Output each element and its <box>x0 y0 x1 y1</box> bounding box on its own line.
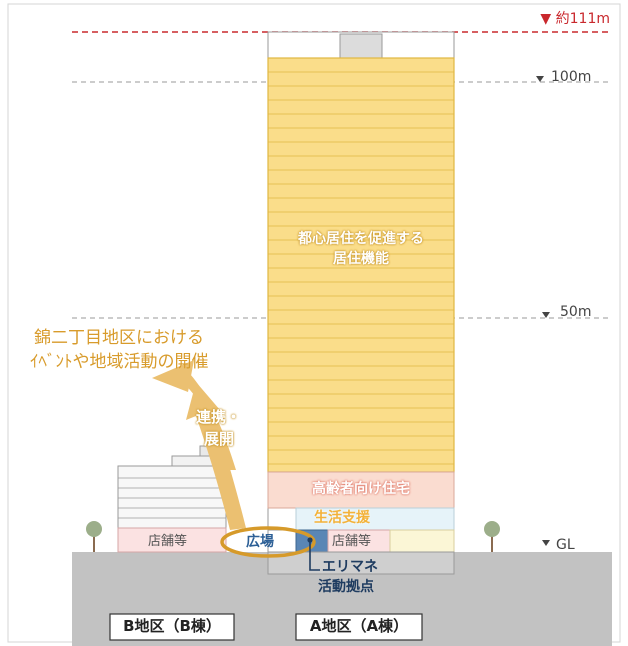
residential-label-line2: 居住機能 <box>333 251 389 267</box>
elderly-housing-label: 高齢者向け住宅 <box>312 481 410 497</box>
height-100m-label: 100m <box>551 69 592 85</box>
a-district-label: A地区（A棟） <box>309 617 409 635</box>
gl-label: GL <box>556 537 575 553</box>
a-basement <box>267 551 455 575</box>
events-arrow-body <box>184 374 236 470</box>
b-shop-floor <box>117 527 227 553</box>
marker-50m-icon <box>542 312 550 318</box>
b-upper-floors <box>117 465 227 529</box>
elderly-housing-floor <box>267 471 455 509</box>
b-district-label: B地区（B棟） <box>123 617 221 635</box>
plaza-label: 広場 <box>246 534 274 550</box>
a-shop-unit-2 <box>389 529 455 553</box>
linkage-text-line2: 展開 <box>204 430 235 448</box>
floor-lines <box>268 71 454 465</box>
b-floor-lines <box>118 477 226 519</box>
area-hub-label-line1: エリマネ <box>322 559 378 575</box>
rooftop-equipment <box>339 33 383 59</box>
events-arrow-head <box>152 360 194 392</box>
plaza-ring <box>220 526 316 558</box>
b-shops-label: 店舗等 <box>148 534 188 549</box>
tree-right-icon <box>484 521 500 537</box>
events-text-line1: 錦二丁目地区における <box>34 328 204 348</box>
residential-label-line1: 都心居住を促進する <box>298 231 424 247</box>
max-height-label: ▼ 約111m <box>540 11 610 27</box>
marker-gl-icon <box>542 540 550 546</box>
events-text-line2: ｲﾍﾞﾝﾄや地域活動の開催 <box>30 352 209 372</box>
linkage-arrow <box>186 382 246 530</box>
a-shops-label: 店舗等 <box>332 534 372 549</box>
life-support-label: 生活支援 <box>314 510 370 526</box>
linkage-text-line1: 連携・ <box>196 408 242 426</box>
tree-left-icon <box>86 521 102 537</box>
area-hub-label-line2: 活動拠点 <box>318 579 374 595</box>
b-label-box <box>109 613 235 641</box>
a-label-box <box>295 613 423 641</box>
marker-100m-icon <box>536 76 544 82</box>
height-50m-label: 50m <box>560 304 592 320</box>
hub-pointer-line <box>309 540 320 571</box>
residential-floors <box>267 57 455 473</box>
